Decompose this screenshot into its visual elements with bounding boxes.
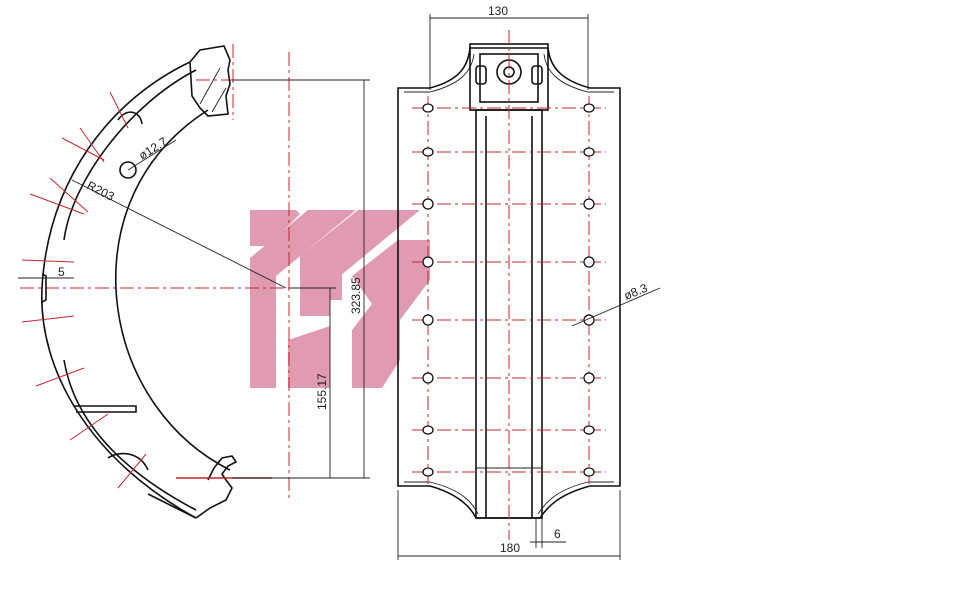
rivet-hole: [422, 256, 434, 268]
lining-inner-arc: [63, 69, 197, 241]
bottom-bracket: [74, 405, 137, 413]
radius-leader: [71, 179, 287, 289]
lining-inner-arc-bottom: [63, 359, 197, 511]
lining-rivet-ticks: [21, 91, 147, 489]
rib-width-label: 6: [554, 527, 561, 541]
rivet-hole: [583, 198, 595, 210]
height-total-label: 323.85: [349, 277, 363, 314]
rivet-hole: [422, 372, 434, 384]
lining-lip: [41, 273, 47, 303]
anchor-block-inner: [479, 53, 539, 103]
radius-label: R203: [85, 178, 117, 204]
front-outline-inner: [404, 53, 614, 515]
rivet-hole-rows: [412, 96, 606, 484]
top-anchor-detail: [199, 67, 227, 113]
top-notch: [117, 111, 143, 125]
rivet-hole: [422, 425, 434, 435]
shoe-front-view: 130: [397, 4, 661, 560]
hole-12-7: [119, 161, 137, 179]
rivet-hole: [583, 372, 595, 384]
rivet-hole: [583, 425, 595, 435]
rivet-hole: [422, 198, 434, 210]
rivet-hole: [422, 314, 434, 326]
rivet-hole: [422, 147, 434, 157]
anchor-tab-left: [475, 65, 487, 85]
top-anchor-end: [189, 45, 231, 117]
hole-12-7-label: ø12.7: [136, 134, 170, 162]
rivet-hole: [583, 147, 595, 157]
bottom-width-label: 180: [500, 541, 520, 555]
shoe-side-view: ø12.7 R203 5 323.85 155.17: [18, 44, 370, 519]
rivet-hole: [583, 256, 595, 268]
anchor-tab-right: [531, 65, 543, 85]
rivet-hole: [422, 467, 434, 477]
hole-12-7-leader: [127, 139, 177, 171]
hole-8-3-leader: [571, 287, 661, 327]
lining-outer-arc: [41, 61, 197, 519]
rivet-hole: [583, 467, 595, 477]
bottom-end-lower: [107, 452, 197, 519]
rivet-hole: [583, 103, 595, 113]
rivet-hole: [422, 103, 434, 113]
front-outline: [397, 47, 621, 519]
height-half-label: 155.17: [315, 373, 329, 410]
bottom-end: [195, 455, 238, 519]
lip-label: 5: [58, 265, 65, 279]
web-inner-arc: [114, 109, 231, 471]
hole-8-3-label: ø8.3: [622, 281, 650, 303]
watermark-logo: [250, 210, 430, 388]
top-width-label: 130: [488, 4, 508, 18]
